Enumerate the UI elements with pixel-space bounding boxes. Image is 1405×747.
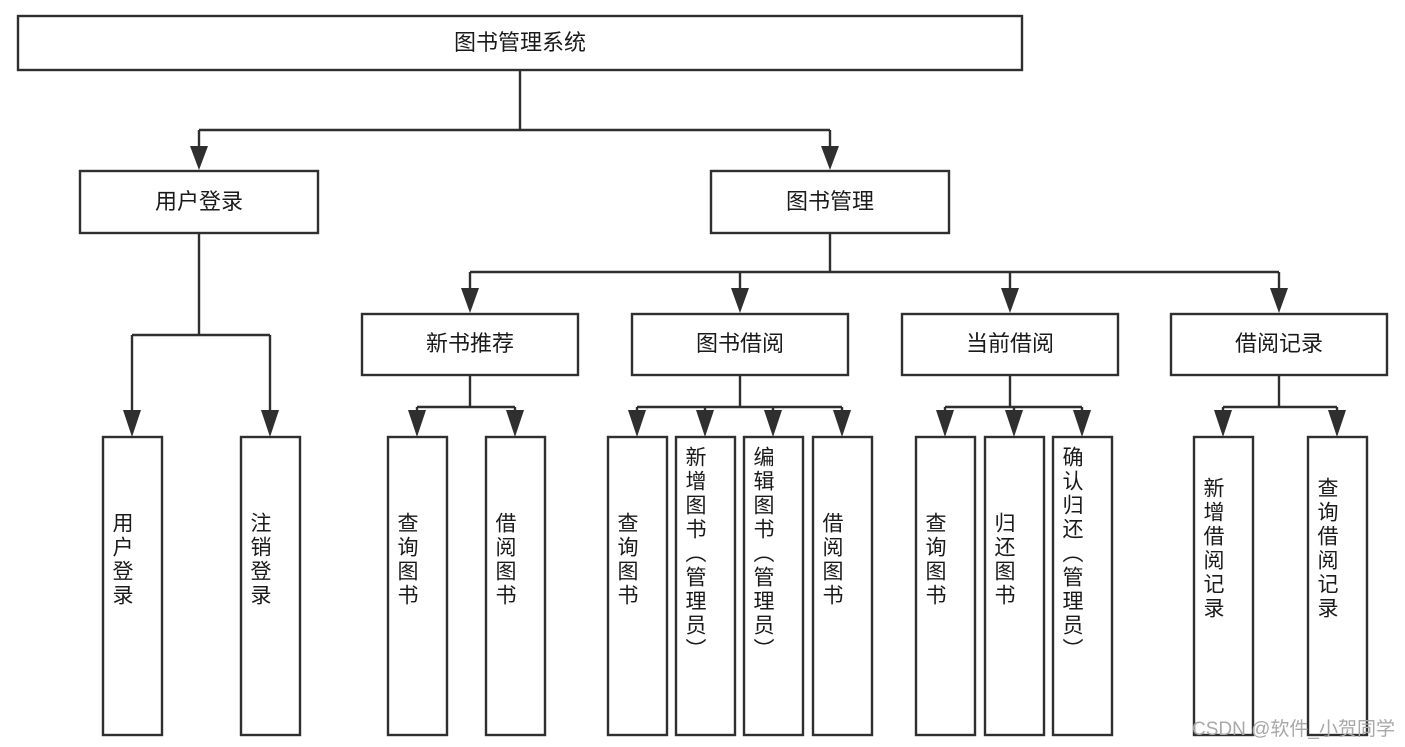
leaf-box-query-book-a[interactable] — [386, 435, 449, 737]
node-new-book-recommend-label: 新书推荐 — [426, 331, 514, 356]
arrow-head-leaf-borrow-book-a — [506, 410, 524, 437]
arrow-head-leaf-logout — [261, 410, 279, 437]
leaf-box-user-login[interactable] — [101, 435, 164, 737]
arrow-head-leaf-query-book-a — [408, 410, 426, 437]
connector-group-bookborrow-to-leaves — [628, 375, 851, 437]
node-root-box[interactable] — [16, 14, 1024, 72]
arrow-head-borrow-record — [1270, 288, 1288, 313]
arrow-head-new-book-recommend — [461, 288, 479, 313]
node-borrow-record[interactable]: 借阅记录 — [1169, 312, 1389, 377]
leaf-box-return-book[interactable] — [983, 435, 1046, 737]
arrow-head-leaf-add-book — [696, 410, 714, 437]
node-book-management[interactable]: 图书管理 — [709, 169, 951, 235]
connector-group-userlogin-to-leaves — [123, 233, 279, 437]
arrow-head-leaf-return-book — [1005, 410, 1023, 437]
node-user-login[interactable]: 用户登录 — [78, 169, 320, 235]
node-borrow-record-label: 借阅记录 — [1235, 331, 1323, 356]
arrow-head-leaf-user-login — [123, 410, 141, 437]
leaf-box-query-book-b[interactable] — [606, 435, 669, 737]
leaf-boxes-borrow-record — [1192, 435, 1369, 737]
arrow-head-user-login — [190, 146, 208, 170]
connector-group-newbook-to-leaves — [408, 375, 524, 437]
leaf-box-borrow-book-b[interactable] — [811, 435, 874, 737]
node-book-management-label: 图书管理 — [786, 189, 874, 214]
node-current-borrow-label: 当前借阅 — [966, 331, 1054, 356]
connector-group-currentborrow-to-leaves — [936, 375, 1091, 437]
connector-group-borrowrecord-to-leaves — [1214, 375, 1346, 437]
node-user-login-label: 用户登录 — [155, 189, 243, 214]
leaf-box-add-book[interactable] — [674, 435, 737, 737]
csdn-watermark: CSDN @软件_小贺同学 — [1192, 719, 1395, 740]
leaf-boxes-new-book-recommend — [386, 435, 547, 737]
leaf-box-add-record[interactable] — [1192, 435, 1255, 737]
node-book-borrow[interactable]: 图书借阅 — [630, 312, 850, 377]
arrow-head-leaf-edit-book — [764, 410, 782, 437]
arrow-head-current-borrow — [1001, 288, 1019, 313]
node-root-label: 图书管理系统 — [454, 30, 586, 55]
leaf-boxes-current-borrow — [914, 435, 1114, 737]
leaf-box-query-record[interactable] — [1306, 435, 1369, 737]
leaf-box-confirm-return[interactable] — [1051, 435, 1114, 737]
node-book-borrow-label: 图书借阅 — [696, 331, 784, 356]
leaf-box-logout[interactable] — [239, 435, 302, 737]
arrow-head-leaf-query-book-c — [936, 410, 954, 437]
node-current-borrow[interactable]: 当前借阅 — [900, 312, 1120, 377]
arrow-head-book-borrow — [731, 288, 749, 313]
leaf-boxes-book-borrow — [606, 435, 874, 737]
node-borrow-record-box[interactable] — [1169, 312, 1389, 377]
node-book-management-box[interactable] — [709, 169, 951, 235]
node-book-borrow-box[interactable] — [630, 312, 850, 377]
node-root[interactable]: 图书管理系统 — [16, 14, 1024, 72]
node-new-book-recommend-box[interactable] — [360, 312, 580, 377]
leaf-box-borrow-book-a[interactable] — [484, 435, 547, 737]
node-user-login-box[interactable] — [78, 169, 320, 235]
arrow-head-leaf-borrow-book-b — [833, 410, 851, 437]
node-current-borrow-box[interactable] — [900, 312, 1120, 377]
arrow-head-leaf-confirm-return — [1073, 410, 1091, 437]
node-new-book-recommend[interactable]: 新书推荐 — [360, 312, 580, 377]
leaf-box-edit-book[interactable] — [742, 435, 805, 737]
arrow-head-book-mgmt — [821, 146, 839, 170]
connector-group-root-to-level2 — [190, 70, 839, 170]
leaf-boxes-user-login — [101, 435, 302, 737]
connector-group-bookmgmt-to-level3 — [461, 233, 1288, 313]
leaf-box-query-book-c[interactable] — [914, 435, 977, 737]
arrow-head-leaf-query-book-b — [628, 410, 646, 437]
arrow-head-leaf-query-record — [1328, 410, 1346, 437]
arrow-head-leaf-add-record — [1214, 410, 1232, 437]
